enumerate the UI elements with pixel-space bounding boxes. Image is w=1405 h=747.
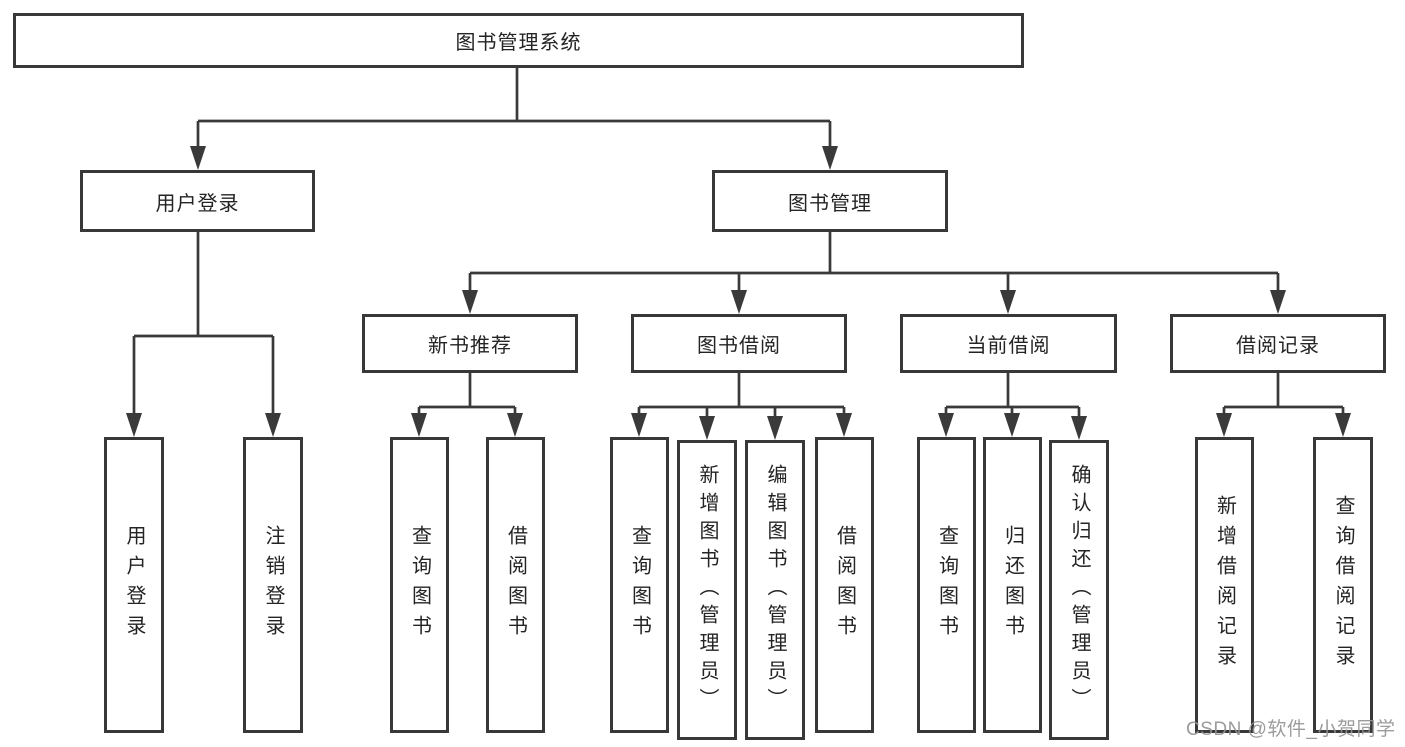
node-label: 用户登录 — [155, 192, 240, 215]
node-book-borrowing: 图书借阅 — [631, 314, 847, 373]
leaf-query-books-borrowing: 查询图书 — [610, 437, 669, 733]
node-user-login: 用户登录 — [80, 170, 315, 232]
node-borrowing-records: 借阅记录 — [1170, 314, 1386, 373]
node-label: 图书管理系统 — [455, 32, 582, 54]
leaf-confirm-return-admin: 确认归还（管理员） — [1049, 440, 1109, 740]
leaf-edit-book-admin: 编辑图书（管理员） — [745, 440, 805, 740]
leaf-label: 新增图书（管理员） — [696, 464, 718, 716]
leaf-label: 确认归还（管理员） — [1068, 464, 1090, 716]
leaf-label: 查询图书 — [408, 525, 431, 645]
csdn-watermark: CSDN @软件_小贺同学 — [1186, 719, 1396, 740]
leaf-label: 查询图书 — [628, 525, 651, 645]
leaf-user-login: 用户登录 — [104, 437, 164, 733]
leaf-label: 新增借阅记录 — [1213, 495, 1236, 675]
leaf-label: 借阅图书 — [833, 525, 856, 645]
leaf-label: 归还图书 — [1001, 525, 1024, 645]
leaf-label: 借阅图书 — [504, 525, 527, 645]
leaf-add-borrow-record: 新增借阅记录 — [1195, 437, 1254, 733]
node-label: 借阅记录 — [1236, 335, 1320, 357]
leaf-borrow-books-borrowing: 借阅图书 — [815, 437, 874, 733]
node-library-management-system: 图书管理系统 — [13, 13, 1024, 68]
node-label: 图书管理 — [788, 192, 872, 215]
leaf-label: 查询图书 — [935, 525, 958, 645]
leaf-label: 用户登录 — [123, 525, 145, 645]
leaf-label: 注销登录 — [262, 525, 284, 645]
leaf-logout: 注销登录 — [243, 437, 303, 733]
node-book-management: 图书管理 — [712, 170, 948, 232]
node-current-borrowing: 当前借阅 — [900, 314, 1117, 373]
node-label: 图书借阅 — [697, 335, 781, 357]
leaf-label: 编辑图书（管理员） — [764, 464, 786, 716]
node-label: 新书推荐 — [428, 335, 512, 357]
leaf-query-books-recommend: 查询图书 — [390, 437, 449, 733]
leaf-add-book-admin: 新增图书（管理员） — [677, 440, 737, 740]
leaf-query-borrow-record: 查询借阅记录 — [1313, 437, 1373, 733]
node-label: 当前借阅 — [966, 335, 1051, 357]
leaf-label: 查询借阅记录 — [1332, 495, 1354, 675]
leaf-borrow-books-recommend: 借阅图书 — [486, 437, 545, 733]
node-new-book-recommendation: 新书推荐 — [362, 314, 578, 373]
leaf-return-book: 归还图书 — [983, 437, 1042, 733]
leaf-query-books-current: 查询图书 — [917, 437, 976, 733]
